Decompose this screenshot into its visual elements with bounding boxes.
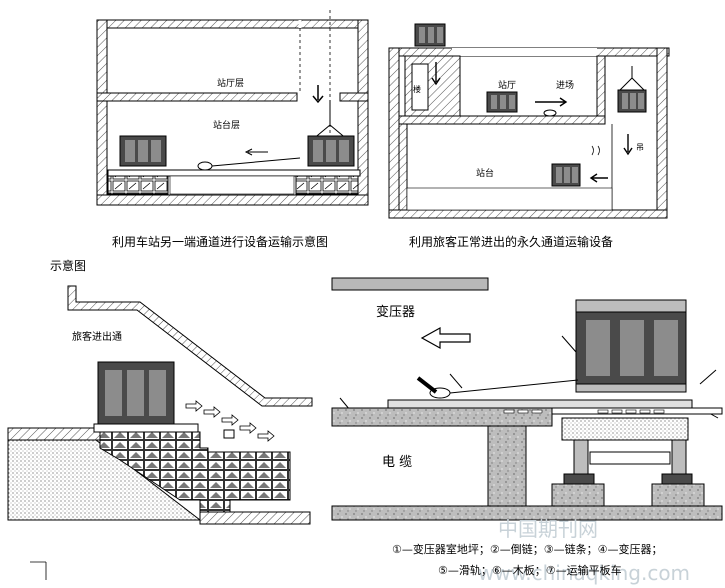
caption-continuation: 示意图 bbox=[50, 258, 86, 273]
bottom-left-diagram: 旅客进出通 bbox=[7, 285, 313, 525]
caption-top-right: 利用旅客正常进出的永久通道运输设备 bbox=[409, 234, 613, 249]
room-floor-slab bbox=[331, 407, 553, 427]
label-hoist: 吊 bbox=[636, 143, 644, 152]
label-hall-floor: 站厅层 bbox=[217, 77, 244, 89]
top-right-diagram: 楼 站厅 进场 bbox=[388, 23, 670, 219]
passage-slab bbox=[67, 285, 313, 407]
watermark-url: www.chinaqking.com bbox=[478, 561, 690, 585]
sleeper-stack-right bbox=[295, 175, 359, 195]
right-wall bbox=[357, 19, 369, 206]
transformer-a bbox=[119, 135, 167, 167]
label-transformer: 变压器 bbox=[376, 304, 415, 320]
cart-wheel-right bbox=[661, 439, 693, 485]
label-platform-floor: 站台层 bbox=[213, 119, 240, 131]
transformer-hall bbox=[486, 91, 518, 113]
transformer-hoisted bbox=[617, 89, 647, 113]
cart-wheel-left bbox=[563, 439, 595, 485]
label-entry: 进场 bbox=[556, 80, 574, 91]
transport-cart bbox=[561, 417, 689, 441]
corner-mark bbox=[30, 561, 47, 580]
transformer-b bbox=[307, 135, 355, 167]
block-stack bbox=[99, 431, 291, 513]
transformer-passage bbox=[97, 361, 175, 425]
bottom-slab bbox=[96, 194, 369, 206]
base-slab bbox=[331, 505, 723, 521]
transformer-platform bbox=[551, 163, 581, 187]
sleeper-stack-left bbox=[107, 175, 169, 195]
top-beam bbox=[331, 277, 489, 291]
bottom-right-diagram: 变压器 bbox=[331, 277, 723, 521]
label-hall: 站厅 bbox=[498, 79, 516, 91]
legend-line-1: ①—变压器室地坪；②—倒链；③—链条；④—变压器； bbox=[392, 542, 662, 556]
transformer-ground bbox=[414, 23, 446, 47]
left-wall bbox=[96, 19, 108, 206]
transformer-main bbox=[575, 299, 687, 393]
middle-slab bbox=[96, 92, 298, 102]
watermark-cn: 中国期刊网 bbox=[498, 517, 598, 541]
slide-rail bbox=[387, 399, 693, 409]
label-passage: 旅客进出通 bbox=[72, 330, 122, 343]
label-stair: 楼 bbox=[413, 84, 421, 94]
label-platform: 站台 bbox=[476, 167, 494, 179]
top-left-diagram: 站厅层 站台层 bbox=[96, 10, 369, 206]
caption-top-left: 利用车站另一端通道进行设备运输示意图 bbox=[112, 234, 328, 249]
legend-line-2: ⑤—滑轨；⑥—木板；⑦—运输平板车 bbox=[438, 563, 622, 577]
support-column bbox=[487, 425, 527, 507]
label-cable: 电 缆 bbox=[382, 454, 412, 470]
roof-slab bbox=[96, 19, 361, 29]
